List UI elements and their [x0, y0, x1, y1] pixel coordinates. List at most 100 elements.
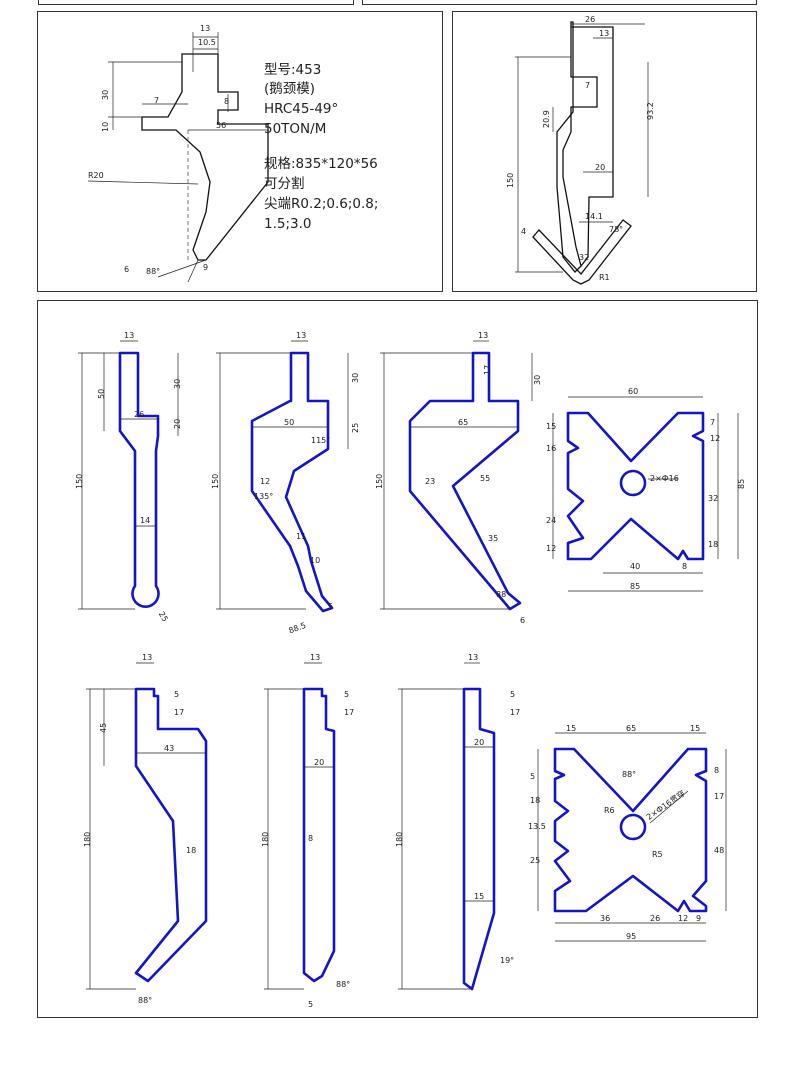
t5-dim-180: 180 — [261, 832, 270, 847]
tool-straight-180: 13 5 17 20 180 8 88° 5 — [261, 653, 354, 1009]
b2-dim-17: 17 — [714, 792, 724, 801]
dim-26: 26 — [585, 15, 595, 24]
t3-dim-23: 23 — [425, 477, 435, 486]
catalog-drawing: 13 50 30 26 20 150 14 25 13 30 50 25 115… — [75, 331, 746, 1009]
t2-angle-135: 135° — [254, 492, 273, 501]
t6-dim-5: 5 — [510, 690, 515, 699]
t6-dim-15: 15 — [474, 892, 484, 901]
dim-13: 13 — [599, 29, 609, 38]
tool-straight-150: 13 50 30 26 20 150 14 25 — [75, 331, 182, 623]
b1-dim-32: 32 — [708, 494, 718, 503]
t5-dim-13: 13 — [310, 653, 320, 662]
t6-angle-19: 19° — [500, 956, 514, 965]
b1-dim-60: 60 — [628, 387, 638, 396]
dim-150: 150 — [506, 173, 515, 188]
b1-dim-16: 16 — [546, 444, 556, 453]
b2-hole: 2×Ф16贯穿 — [644, 788, 686, 822]
t3-dim-55: 55 — [480, 474, 490, 483]
dim-20-9: 20.9 — [542, 110, 551, 128]
t4-dim-18: 18 — [186, 846, 196, 855]
b1-dim-12b: 12 — [546, 544, 556, 553]
b1-dim-85b: 85 — [630, 582, 640, 591]
t5-dim-8: 8 — [308, 834, 313, 843]
b1-dim-85: 85 — [737, 479, 746, 489]
t2-dim-25: 25 — [351, 423, 360, 433]
t3-dim-150: 150 — [375, 474, 384, 489]
tool-gooseneck-180: 13 5 17 45 43 180 18 88° — [83, 653, 208, 1005]
b2-dim-8: 8 — [714, 766, 719, 775]
t6-dim-180: 180 — [395, 832, 404, 847]
spec-line-4: 50TON/M — [264, 121, 326, 137]
dim-56: 56 — [216, 121, 226, 130]
b2-r5: R5 — [652, 850, 663, 859]
t5-dim-5: 5 — [344, 690, 349, 699]
dim-93-2: 93.2 — [646, 102, 655, 120]
gooseneck-profile — [141, 53, 269, 261]
spec-line-5: 规格:835*120*56 — [264, 156, 378, 172]
t3-dim-35: 35 — [488, 534, 498, 543]
b2-dim-12: 12 — [678, 914, 688, 923]
t2-dim-150: 150 — [211, 474, 220, 489]
t5-angle-88: 88° — [336, 980, 350, 989]
t5-dim-20: 20 — [314, 758, 324, 767]
t3-dim-30: 30 — [533, 375, 542, 385]
t5-dim-5b: 5 — [308, 1000, 313, 1009]
b2-dim-9: 9 — [696, 914, 701, 923]
t2-angle-115: 115° — [311, 436, 330, 445]
b2-angle-88: 88° — [622, 770, 636, 779]
dim-7: 7 — [154, 96, 159, 105]
b1-dim-7: 7 — [710, 418, 715, 427]
t3-dim-17: 17 — [483, 365, 492, 375]
tool-sword-180: 13 5 17 20 180 15 19° — [395, 653, 520, 991]
dim-14-1: 14.1 — [585, 212, 603, 221]
t6-dim-13: 13 — [468, 653, 478, 662]
panel-tool-catalog: 13 50 30 26 20 150 14 25 13 30 50 25 115… — [37, 300, 758, 1018]
t1-dim-20: 20 — [173, 419, 182, 429]
dim-20: 20 — [595, 163, 605, 172]
top-strip-right — [362, 0, 757, 5]
spec-line-2: (鹅颈模) — [264, 80, 315, 97]
b1-dim-40: 40 — [630, 562, 640, 571]
b2-dim-5: 5 — [530, 772, 535, 781]
t2-dim-30: 30 — [351, 373, 360, 383]
dim-8: 8 — [224, 97, 229, 106]
t1-dim-13: 13 — [124, 331, 134, 340]
t1-dim-30: 30 — [173, 379, 182, 389]
angle-78: 78° — [609, 225, 623, 234]
b2-dim-18: 18 — [530, 796, 540, 805]
t4-dim-5: 5 — [174, 690, 179, 699]
t4-dim-180: 180 — [83, 832, 92, 847]
b2-dim-15b: 15 — [690, 724, 700, 733]
b2-dim-26: 26 — [650, 914, 660, 923]
dim-6: 6 — [124, 265, 129, 274]
t2-dim-5: 5 — [328, 602, 333, 611]
dim-7: 7 — [585, 81, 590, 90]
dim-10-5: 10.5 — [198, 38, 216, 47]
spec-line-1: 型号:453 — [264, 62, 321, 78]
dim-9: 9 — [203, 263, 208, 272]
t4-angle-88: 88° — [138, 996, 152, 1005]
t2-dim-12: 12 — [260, 477, 270, 486]
t2-dim-50: 50 — [284, 418, 294, 427]
dim-30: 30 — [101, 90, 110, 100]
tool-swan-150: 13 17 30 65 150 23 55 35 88 6 — [375, 331, 542, 625]
t2-dim-11: 11 — [296, 532, 306, 541]
t2-dim-10: 10 — [310, 556, 320, 565]
spec-line-3: HRC45-49° — [264, 101, 338, 117]
t1-dim-50: 50 — [97, 389, 106, 399]
b2-dim-48: 48 — [714, 846, 724, 855]
tool-offset-150: 13 30 50 25 115° 150 12 135° 11 10 5 88.… — [211, 331, 360, 635]
t4-dim-13: 13 — [142, 653, 152, 662]
b1-dim-12: 12 — [710, 434, 720, 443]
t2-dim-13: 13 — [296, 331, 306, 340]
panel-gooseneck-453: 13 10.5 30 8 7 10 56 R20 9 6 88° 型号:453 … — [37, 11, 443, 292]
t1-dim-150: 150 — [75, 474, 84, 489]
angle-88: 88° — [146, 267, 160, 276]
b1-dim-18: 18 — [708, 540, 718, 549]
t4-dim-45: 45 — [99, 723, 108, 733]
top-strip-left — [38, 0, 354, 5]
spec-line-8: 1.5;3.0 — [264, 216, 312, 232]
b2-dim-65: 65 — [626, 724, 636, 733]
dim-13: 13 — [200, 24, 210, 33]
gooseneck-drawing: 13 10.5 30 8 7 10 56 R20 9 6 88° 型号:453 … — [87, 24, 378, 283]
